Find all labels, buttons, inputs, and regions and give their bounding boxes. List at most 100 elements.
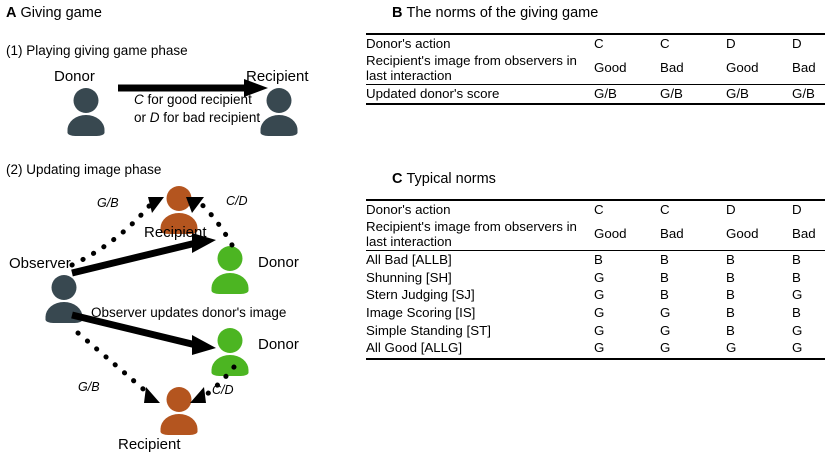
table-row: Donor's action C C D D (366, 199, 825, 219)
tc-action-1: C (660, 199, 726, 219)
tc-label-image: Recipient's image from observers in last… (366, 218, 577, 249)
table-typical-norms: Donor's action C C D D Recipient's image… (366, 199, 825, 361)
tb-score-0: G/B (594, 83, 660, 105)
table-row: Recipient's image from observers in last… (366, 53, 825, 84)
tc-norm-0-v2: B (726, 249, 792, 269)
tc-norm-3-name: Image Scoring [IS] (366, 305, 476, 321)
tb-image-2: Good (726, 59, 759, 75)
tb-label-image: Recipient's image from observers in last… (366, 52, 577, 83)
tb-image-1: Bad (660, 59, 684, 75)
tc-norm-2-v0: G (594, 287, 605, 303)
phase1-arrow (118, 79, 268, 97)
tc-norm-1-v3: B (792, 269, 801, 285)
tc-norm-1-v2: B (726, 269, 735, 285)
table-row: Shunning [SH] G B B B (366, 269, 825, 287)
tb-action-0: C (594, 33, 660, 53)
action-c-rest: for good recipient (143, 92, 252, 107)
phase1-caption: (1) Playing giving game phase (6, 43, 188, 58)
donor-top-person-icon (207, 246, 253, 294)
table-row: Donor's action C C D D (366, 33, 825, 53)
tc-norm-3-v0: G (594, 305, 605, 321)
tb-score-3: G/B (792, 83, 825, 105)
tc-norm-1-v1: B (660, 269, 669, 285)
tc-norm-0-name: All Bad [ALLB] (366, 249, 594, 269)
tb-label-action: Donor's action (366, 33, 594, 53)
tc-norm-4-v1: G (660, 323, 671, 339)
tc-norm-5-v2: G (726, 340, 792, 361)
cd-label-top: C/D (226, 194, 248, 208)
tc-norm-1-name: Shunning [SH] (366, 269, 452, 285)
gb-label-top: G/B (97, 196, 119, 210)
tc-norm-2-v1: B (660, 287, 669, 303)
action-d-italic: D (149, 110, 160, 125)
tc-action-3: D (792, 199, 825, 219)
tb-image-3: Bad (792, 59, 816, 75)
action-d-rest: for bad recipient (159, 110, 261, 125)
panel-b-letter: B (392, 5, 403, 21)
panel-a-title: Giving game (20, 5, 102, 21)
tc-image-2: Good (726, 225, 759, 241)
phase1-rule-line1: C for good recipient (134, 92, 252, 109)
tb-action-1: C (660, 33, 726, 53)
tc-norm-3-v3: B (792, 305, 801, 321)
table-row: All Bad [ALLB] B B B B (366, 249, 825, 269)
tc-norm-0-v3: B (792, 249, 825, 269)
observer-label: Observer (9, 255, 71, 272)
tb-action-3: D (792, 33, 825, 53)
tc-norm-5-v3: G (792, 340, 825, 361)
tc-label-action: Donor's action (366, 199, 594, 219)
tc-norm-2-name: Stern Judging [SJ] (366, 287, 475, 303)
action-c-italic: C (134, 92, 144, 107)
recipient-top-label: Recipient (144, 224, 207, 241)
recipient-person-icon (256, 88, 302, 136)
tc-norm-4-v0: G (594, 323, 605, 339)
table-norms-structure: Donor's action C C D D Recipient's image… (366, 33, 825, 105)
tc-norm-2-v2: B (726, 287, 735, 303)
phase1-recipient-label: Recipient (246, 68, 309, 85)
tb-score-2: G/B (726, 83, 792, 105)
phase1-donor-label: Donor (54, 68, 95, 85)
recipient-bottom-person-icon (156, 387, 202, 435)
tb-action-2: D (726, 33, 792, 53)
donor-top-label: Donor (258, 254, 299, 271)
action-d-pre: or (134, 110, 150, 125)
table-row: Image Scoring [IS] G G B B (366, 304, 825, 322)
recipient-bottom-label: Recipient (118, 436, 181, 453)
phase2-caption: (2) Updating image phase (6, 162, 162, 177)
table-row: Recipient's image from observers in last… (366, 219, 825, 250)
observer-updates-text: Observer updates donor's image (91, 305, 287, 320)
tc-norm-1-v0: G (594, 269, 605, 285)
donor-bottom-person-icon (207, 328, 253, 376)
tc-norm-5-name: All Good [ALLG] (366, 340, 594, 361)
tc-norm-2-v3: G (792, 287, 803, 303)
panel-c-title: Typical norms (406, 171, 496, 187)
tb-label-score: Updated donor's score (366, 83, 594, 105)
panel-c-letter: C (392, 171, 403, 187)
tc-action-0: C (594, 199, 660, 219)
tb-image-0: Good (594, 59, 627, 75)
panel-a-letter: A (6, 5, 17, 21)
donor-person-icon (63, 88, 109, 136)
tc-norm-3-v1: G (660, 305, 671, 321)
table-row: Updated donor's score G/B G/B G/B G/B (366, 83, 825, 105)
phase2-arrows (69, 197, 237, 403)
tb-score-1: G/B (660, 83, 726, 105)
cd-label-bottom: C/D (212, 383, 234, 397)
tc-norm-0-v0: B (594, 249, 660, 269)
phase1-rule-line2: or D for bad recipient (134, 110, 260, 127)
tc-norm-4-v2: B (726, 323, 735, 339)
tc-action-2: D (726, 199, 792, 219)
panel-b-title: The norms of the giving game (406, 5, 599, 21)
tc-norm-0-v1: B (660, 249, 726, 269)
table-row: Simple Standing [ST] G G B G (366, 322, 825, 340)
tc-image-3: Bad (792, 225, 816, 241)
tc-norm-5-v0: G (594, 340, 660, 361)
donor-bottom-label: Donor (258, 336, 299, 353)
tc-image-0: Good (594, 225, 627, 241)
gb-label-bottom: G/B (78, 380, 100, 394)
tc-norm-4-name: Simple Standing [ST] (366, 323, 491, 339)
table-row: Stern Judging [SJ] G B B G (366, 286, 825, 304)
